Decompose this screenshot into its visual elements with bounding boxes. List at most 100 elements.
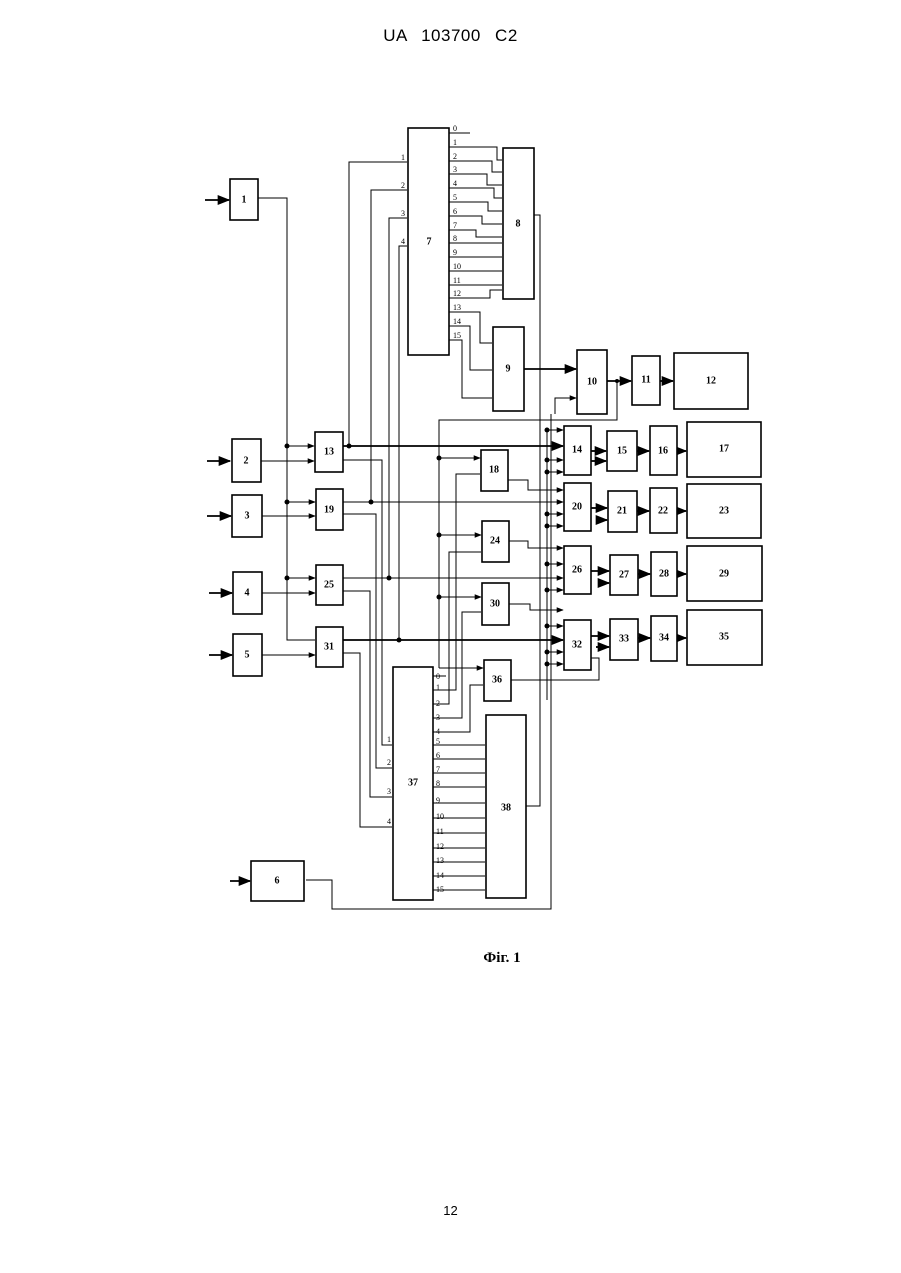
pin-label: 3	[453, 165, 457, 174]
decoder-7-input-pins: 1 2 3 4	[401, 153, 405, 246]
block-label: 25	[324, 580, 334, 591]
pin-label: 11	[453, 276, 461, 285]
block-label: 1	[242, 195, 247, 206]
block-label: 33	[619, 634, 629, 645]
pin-label: 3	[401, 209, 405, 218]
block-22: 22	[650, 488, 677, 533]
block-36: 36	[484, 660, 511, 701]
page-number: 12	[0, 1203, 901, 1218]
block-17: 17	[687, 422, 761, 477]
block-20: 20	[564, 483, 591, 531]
pin-label: 13	[436, 856, 444, 865]
pin-label: 5	[436, 737, 440, 746]
decoder-7-output-pins: 0 1 2 3 4 5 6 7 8 9 10 11 12 13 14 15	[453, 124, 461, 340]
block-2: 2	[232, 439, 261, 482]
block-30: 30	[482, 583, 509, 625]
pin-label: 9	[436, 796, 440, 805]
pin-label: 9	[453, 248, 457, 257]
block-24: 24	[482, 521, 509, 562]
decoder-37-output-pins: 0 1 2 3 4 5 6 7 8 9 10 11 12 13 14 15	[436, 672, 444, 894]
block-label: 14	[572, 445, 582, 456]
block-33: 33	[610, 619, 638, 660]
block-label: 35	[719, 632, 729, 643]
block-10: 10	[577, 350, 607, 414]
block-label: 6	[275, 876, 280, 887]
block-label: 27	[619, 570, 629, 581]
pin-label: 12	[436, 842, 444, 851]
block-34: 34	[651, 616, 677, 661]
block-28: 28	[651, 552, 677, 596]
block-label: 10	[587, 377, 597, 388]
block-19: 19	[316, 489, 343, 530]
block-31: 31	[316, 627, 343, 667]
block-9: 9	[493, 327, 524, 411]
pin-label: 15	[436, 885, 444, 894]
pin-label: 4	[436, 727, 440, 736]
pin-label: 8	[436, 779, 440, 788]
pin-label: 1	[453, 138, 457, 147]
block-7: 7	[408, 128, 449, 355]
pin-label: 0	[453, 124, 457, 133]
block-label: 24	[490, 536, 500, 547]
block-label: 12	[706, 376, 716, 387]
block-27: 27	[610, 555, 638, 595]
block-35: 35	[687, 610, 762, 665]
block-label: 34	[659, 633, 669, 644]
block-38: 38	[486, 715, 526, 898]
block-label: 4	[245, 588, 250, 599]
block-label: 20	[572, 502, 582, 513]
block-label: 2	[244, 456, 249, 467]
block-label: 3	[245, 511, 250, 522]
block-label: 30	[490, 599, 500, 610]
block-label: 18	[489, 465, 499, 476]
block-15: 15	[607, 431, 637, 471]
pin-label: 2	[436, 699, 440, 708]
block-25: 25	[316, 565, 343, 605]
block-label: 23	[719, 506, 729, 517]
block-label: 21	[617, 506, 627, 517]
pin-label: 2	[453, 152, 457, 161]
block-12: 12	[674, 353, 748, 409]
block-label: 22	[658, 506, 668, 517]
block-label: 16	[658, 446, 668, 457]
pin-label: 2	[401, 181, 405, 190]
decoder-37-input-pins: 1 2 3 4	[387, 735, 391, 826]
block-label: 38	[501, 803, 511, 814]
block-11: 11	[632, 356, 660, 405]
pin-label: 4	[401, 237, 405, 246]
block-label: 11	[641, 375, 650, 386]
pin-label: 1	[387, 735, 391, 744]
pin-label: 10	[453, 262, 461, 271]
block-13: 13	[315, 432, 343, 472]
pin-label: 1	[436, 683, 440, 692]
pin-label: 12	[453, 289, 461, 298]
block-21: 21	[608, 491, 637, 532]
figure-caption: Фіг. 1	[462, 950, 542, 967]
pin-label: 7	[436, 765, 440, 774]
block-14: 14	[564, 426, 591, 475]
block-label: 5	[245, 650, 250, 661]
block-26: 26	[564, 546, 591, 594]
block-label: 9	[506, 364, 511, 375]
block-18: 18	[481, 450, 508, 491]
block-label: 19	[324, 505, 334, 516]
block-label: 28	[659, 569, 669, 580]
pin-label: 11	[436, 827, 444, 836]
pin-label: 7	[453, 221, 457, 230]
pin-label: 4	[387, 817, 391, 826]
block-1: 1	[230, 179, 258, 220]
block-label: 13	[324, 447, 334, 458]
pin-label: 1	[401, 153, 405, 162]
pin-label: 14	[436, 871, 444, 880]
block-29: 29	[687, 546, 762, 601]
pin-label: 3	[436, 713, 440, 722]
block-label: 32	[572, 640, 582, 651]
block-6: 6	[251, 861, 304, 901]
block-label: 36	[492, 675, 502, 686]
pin-label: 4	[453, 179, 457, 188]
block-label: 31	[324, 642, 334, 653]
pin-label: 13	[453, 303, 461, 312]
pin-label: 6	[453, 207, 457, 216]
pin-label: 3	[387, 787, 391, 796]
